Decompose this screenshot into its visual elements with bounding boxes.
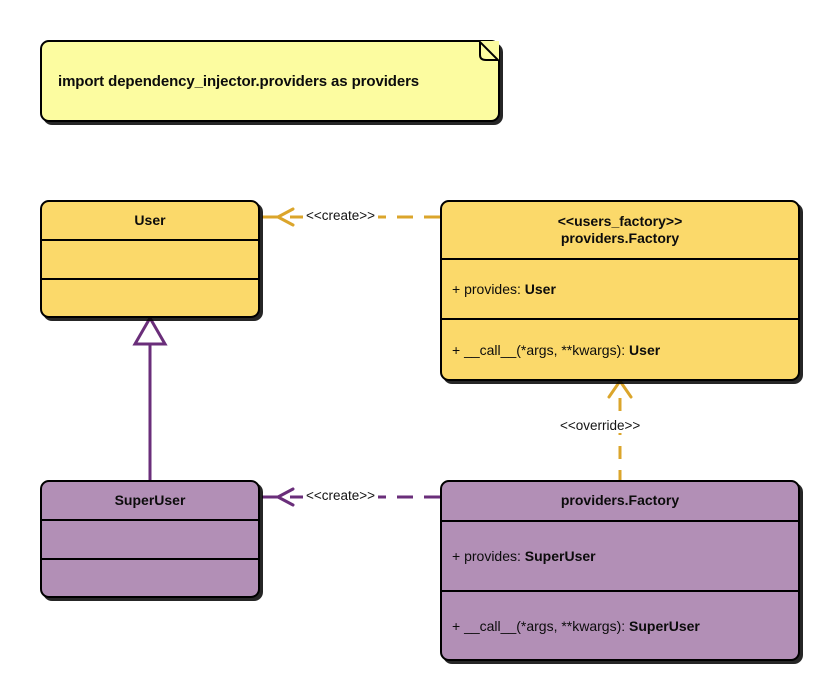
edge-inheritance: [132, 314, 168, 485]
class-superuser-factory-method-visibility: +: [452, 617, 461, 634]
class-users-factory-method-type: User: [629, 341, 661, 358]
class-users-factory-method-signature: __call__(*args, **kwargs):: [464, 341, 626, 358]
create-superuser-arrowhead: [276, 487, 295, 507]
class-superuser-factory[interactable]: providers.Factory + provides: SuperUser …: [440, 480, 800, 661]
create-user-arrowhead: [276, 207, 295, 227]
class-superuser-title-compartment: SuperUser: [42, 482, 258, 522]
class-superuser-factory-method-type: SuperUser: [629, 617, 700, 634]
class-user-methods: [42, 280, 258, 316]
class-users-factory-methods: + __call__(*args, **kwargs): User: [442, 320, 798, 379]
override-arrowhead: [607, 379, 633, 399]
class-superuser[interactable]: SuperUser: [40, 480, 260, 598]
edge-label-create-user-text: <<create>>: [306, 208, 376, 223]
class-users-factory-title-compartment: <<users_factory>> providers.Factory: [442, 202, 798, 260]
class-superuser-methods: [42, 560, 258, 596]
class-users-factory-attribute-type: User: [524, 281, 556, 297]
class-superuser-factory-title-compartment: providers.Factory: [442, 482, 798, 522]
class-superuser-factory-name: providers.Factory: [560, 492, 680, 509]
class-superuser-factory-attribute-type: SuperUser: [524, 548, 596, 564]
class-users-factory-stereotype: <<users_factory>>: [557, 212, 683, 229]
class-user[interactable]: User: [40, 200, 260, 318]
inheritance-hollow-triangle: [132, 314, 168, 346]
class-superuser-factory-methods: + __call__(*args, **kwargs): SuperUser: [442, 592, 798, 659]
edge-label-override: <<override>>: [557, 418, 644, 433]
edge-label-create-superuser: <<create>>: [303, 488, 379, 503]
edge-label-override-text: <<override>>: [560, 418, 641, 433]
note-fold-corner: [479, 41, 499, 61]
class-users-factory[interactable]: <<users_factory>> providers.Factory + pr…: [440, 200, 800, 381]
edge-label-create-user: <<create>>: [303, 208, 379, 223]
class-user-title-compartment: User: [42, 202, 258, 242]
class-user-name: User: [134, 211, 166, 228]
edge-label-create-superuser-text: <<create>>: [306, 488, 376, 503]
class-superuser-factory-attribute-name: provides:: [464, 548, 521, 564]
class-superuser-name: SuperUser: [114, 491, 186, 508]
class-superuser-attributes: [42, 521, 258, 560]
note-import: import dependency_injector.providers as …: [40, 40, 500, 122]
class-superuser-factory-method-signature: __call__(*args, **kwargs):: [464, 617, 626, 634]
class-users-factory-attributes: + provides: User: [442, 260, 798, 320]
class-users-factory-name: providers.Factory: [560, 230, 680, 246]
class-users-factory-attribute-visibility: +: [452, 281, 461, 297]
class-users-factory-method-visibility: +: [452, 341, 461, 358]
class-user-attributes: [42, 241, 258, 280]
class-superuser-factory-attributes: + provides: SuperUser: [442, 522, 798, 592]
note-text: import dependency_injector.providers as …: [58, 72, 420, 90]
class-users-factory-attribute-name: provides:: [464, 281, 521, 297]
class-superuser-factory-attribute-visibility: +: [452, 548, 461, 564]
